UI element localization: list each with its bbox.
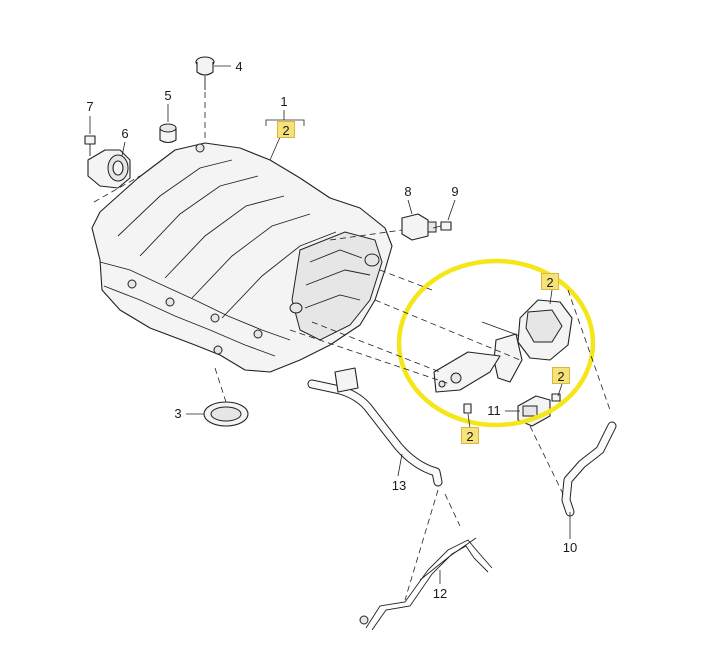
leader-lines <box>89 65 571 584</box>
assembly-line <box>289 329 451 385</box>
callout-3: 3 <box>170 405 186 422</box>
callout-2-highlight: 2 <box>277 121 295 138</box>
part-13-hose <box>307 367 443 487</box>
part-11-sensor <box>517 395 551 427</box>
callout-2-highlight: 2 <box>541 273 559 290</box>
callout-11: 11 <box>483 402 505 419</box>
assembly-line <box>93 175 141 203</box>
assembly-line <box>444 493 461 527</box>
callout-10: 10 <box>559 539 581 556</box>
part-9-screw <box>432 221 452 231</box>
part-4-plug <box>195 56 215 90</box>
assembly-line <box>311 321 441 373</box>
intake-manifold <box>91 142 393 373</box>
assembly-line <box>529 425 565 497</box>
part-3-gasket <box>203 401 249 427</box>
part-6-throttle-body <box>87 149 131 189</box>
assembly-line <box>214 367 227 403</box>
callout-9: 9 <box>447 183 463 200</box>
callout-2-highlight: 2 <box>552 367 570 384</box>
assembly-line <box>404 489 439 601</box>
part-10-hose <box>561 421 617 517</box>
highlight-ring <box>396 258 596 428</box>
callout-7: 7 <box>82 98 98 115</box>
callout-8: 8 <box>400 183 416 200</box>
part-5-cap <box>159 123 177 144</box>
callout-1: 1 <box>276 93 292 110</box>
callout-13: 13 <box>388 477 410 494</box>
callout-12: 12 <box>429 585 451 602</box>
assembly-line <box>374 299 521 361</box>
callout-5: 5 <box>160 87 176 104</box>
part-7-bolt <box>84 135 96 156</box>
assembly-line <box>567 289 611 411</box>
actuator-assembly <box>433 299 573 414</box>
callout-6: 6 <box>117 125 133 142</box>
callout-2-highlight: 2 <box>461 427 479 444</box>
part-8-valve <box>401 213 437 241</box>
assembly-line <box>329 229 403 241</box>
part-12-pipe <box>359 537 493 631</box>
callout-4: 4 <box>231 58 247 75</box>
